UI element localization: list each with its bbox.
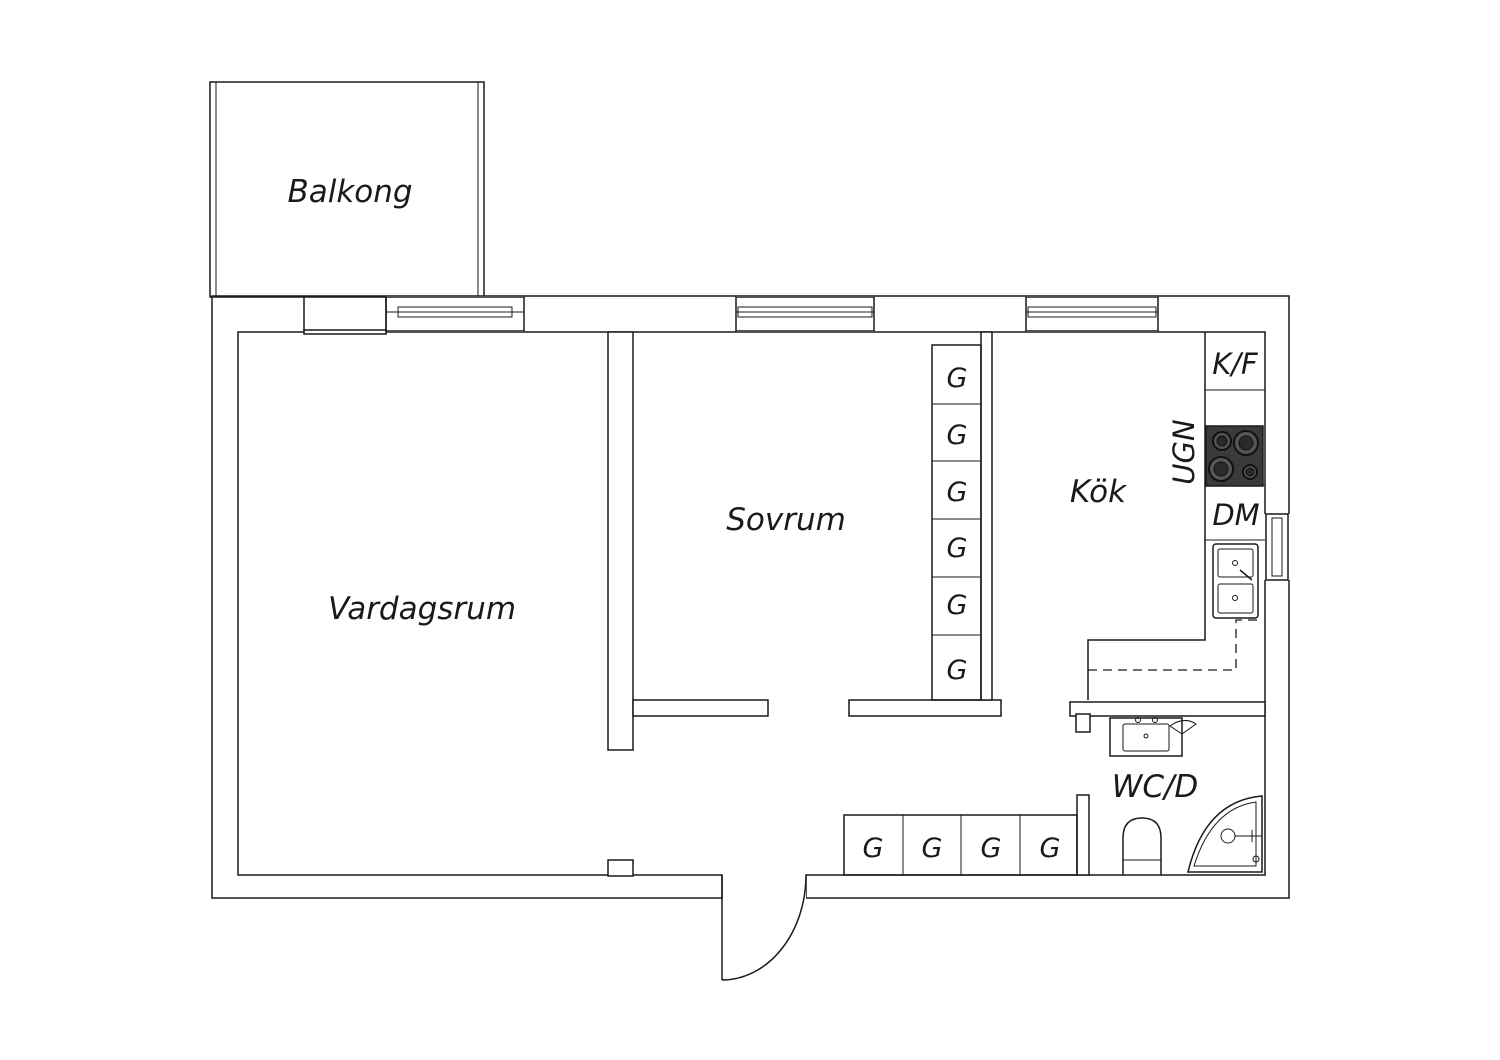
balcony-door-opening bbox=[303, 329, 387, 335]
label-dishwasher: DM bbox=[1212, 498, 1259, 532]
wall-bedroom-hall-left bbox=[632, 699, 769, 717]
entrance-door-icon bbox=[721, 874, 807, 981]
wardrobe-label: G bbox=[947, 533, 968, 564]
label-oven: UGN bbox=[1167, 419, 1201, 484]
hall-wardrobes bbox=[843, 814, 1078, 876]
balcony bbox=[209, 81, 485, 298]
toilet-icon bbox=[1122, 817, 1162, 875]
wall-bedroom-kitchen bbox=[980, 331, 993, 701]
wardrobe-label: G bbox=[863, 833, 884, 864]
label-bathroom: WC/D bbox=[1112, 769, 1199, 805]
stove-icon bbox=[1205, 425, 1264, 487]
wall-kitchen-bath bbox=[1069, 701, 1266, 717]
bathroom-sink-icon bbox=[1109, 717, 1197, 757]
window-living-room bbox=[385, 296, 525, 332]
window-bedroom bbox=[735, 296, 875, 332]
wardrobe-label: G bbox=[947, 363, 968, 394]
label-living-room: Vardagsrum bbox=[328, 591, 516, 627]
kitchen-sink-icon bbox=[1212, 543, 1259, 619]
label-fridge-freezer: K/F bbox=[1212, 347, 1259, 381]
wardrobe-label: G bbox=[947, 655, 968, 686]
bedroom-wardrobes bbox=[931, 344, 982, 701]
window-kitchen bbox=[1025, 296, 1159, 332]
label-balcony: Balkong bbox=[287, 174, 412, 210]
wall-bedroom-hall-right bbox=[848, 699, 1002, 717]
wall-bath-left bbox=[1076, 794, 1090, 876]
label-bedroom: Sovrum bbox=[726, 502, 846, 538]
wall-kitchen-bath-stub bbox=[1075, 713, 1091, 733]
label-kitchen: Kök bbox=[1070, 474, 1127, 510]
window-kitchen-side bbox=[1264, 513, 1290, 581]
wall-living-pillar bbox=[607, 859, 634, 877]
wardrobe-label: G bbox=[981, 833, 1002, 864]
wardrobe-label: G bbox=[922, 833, 943, 864]
wall-living-bedroom bbox=[607, 331, 634, 751]
wardrobe-label: G bbox=[1040, 833, 1061, 864]
wardrobe-label: G bbox=[947, 477, 968, 508]
wardrobe-label: G bbox=[947, 420, 968, 451]
wardrobe-label: G bbox=[947, 590, 968, 621]
shower-icon bbox=[1187, 795, 1263, 873]
